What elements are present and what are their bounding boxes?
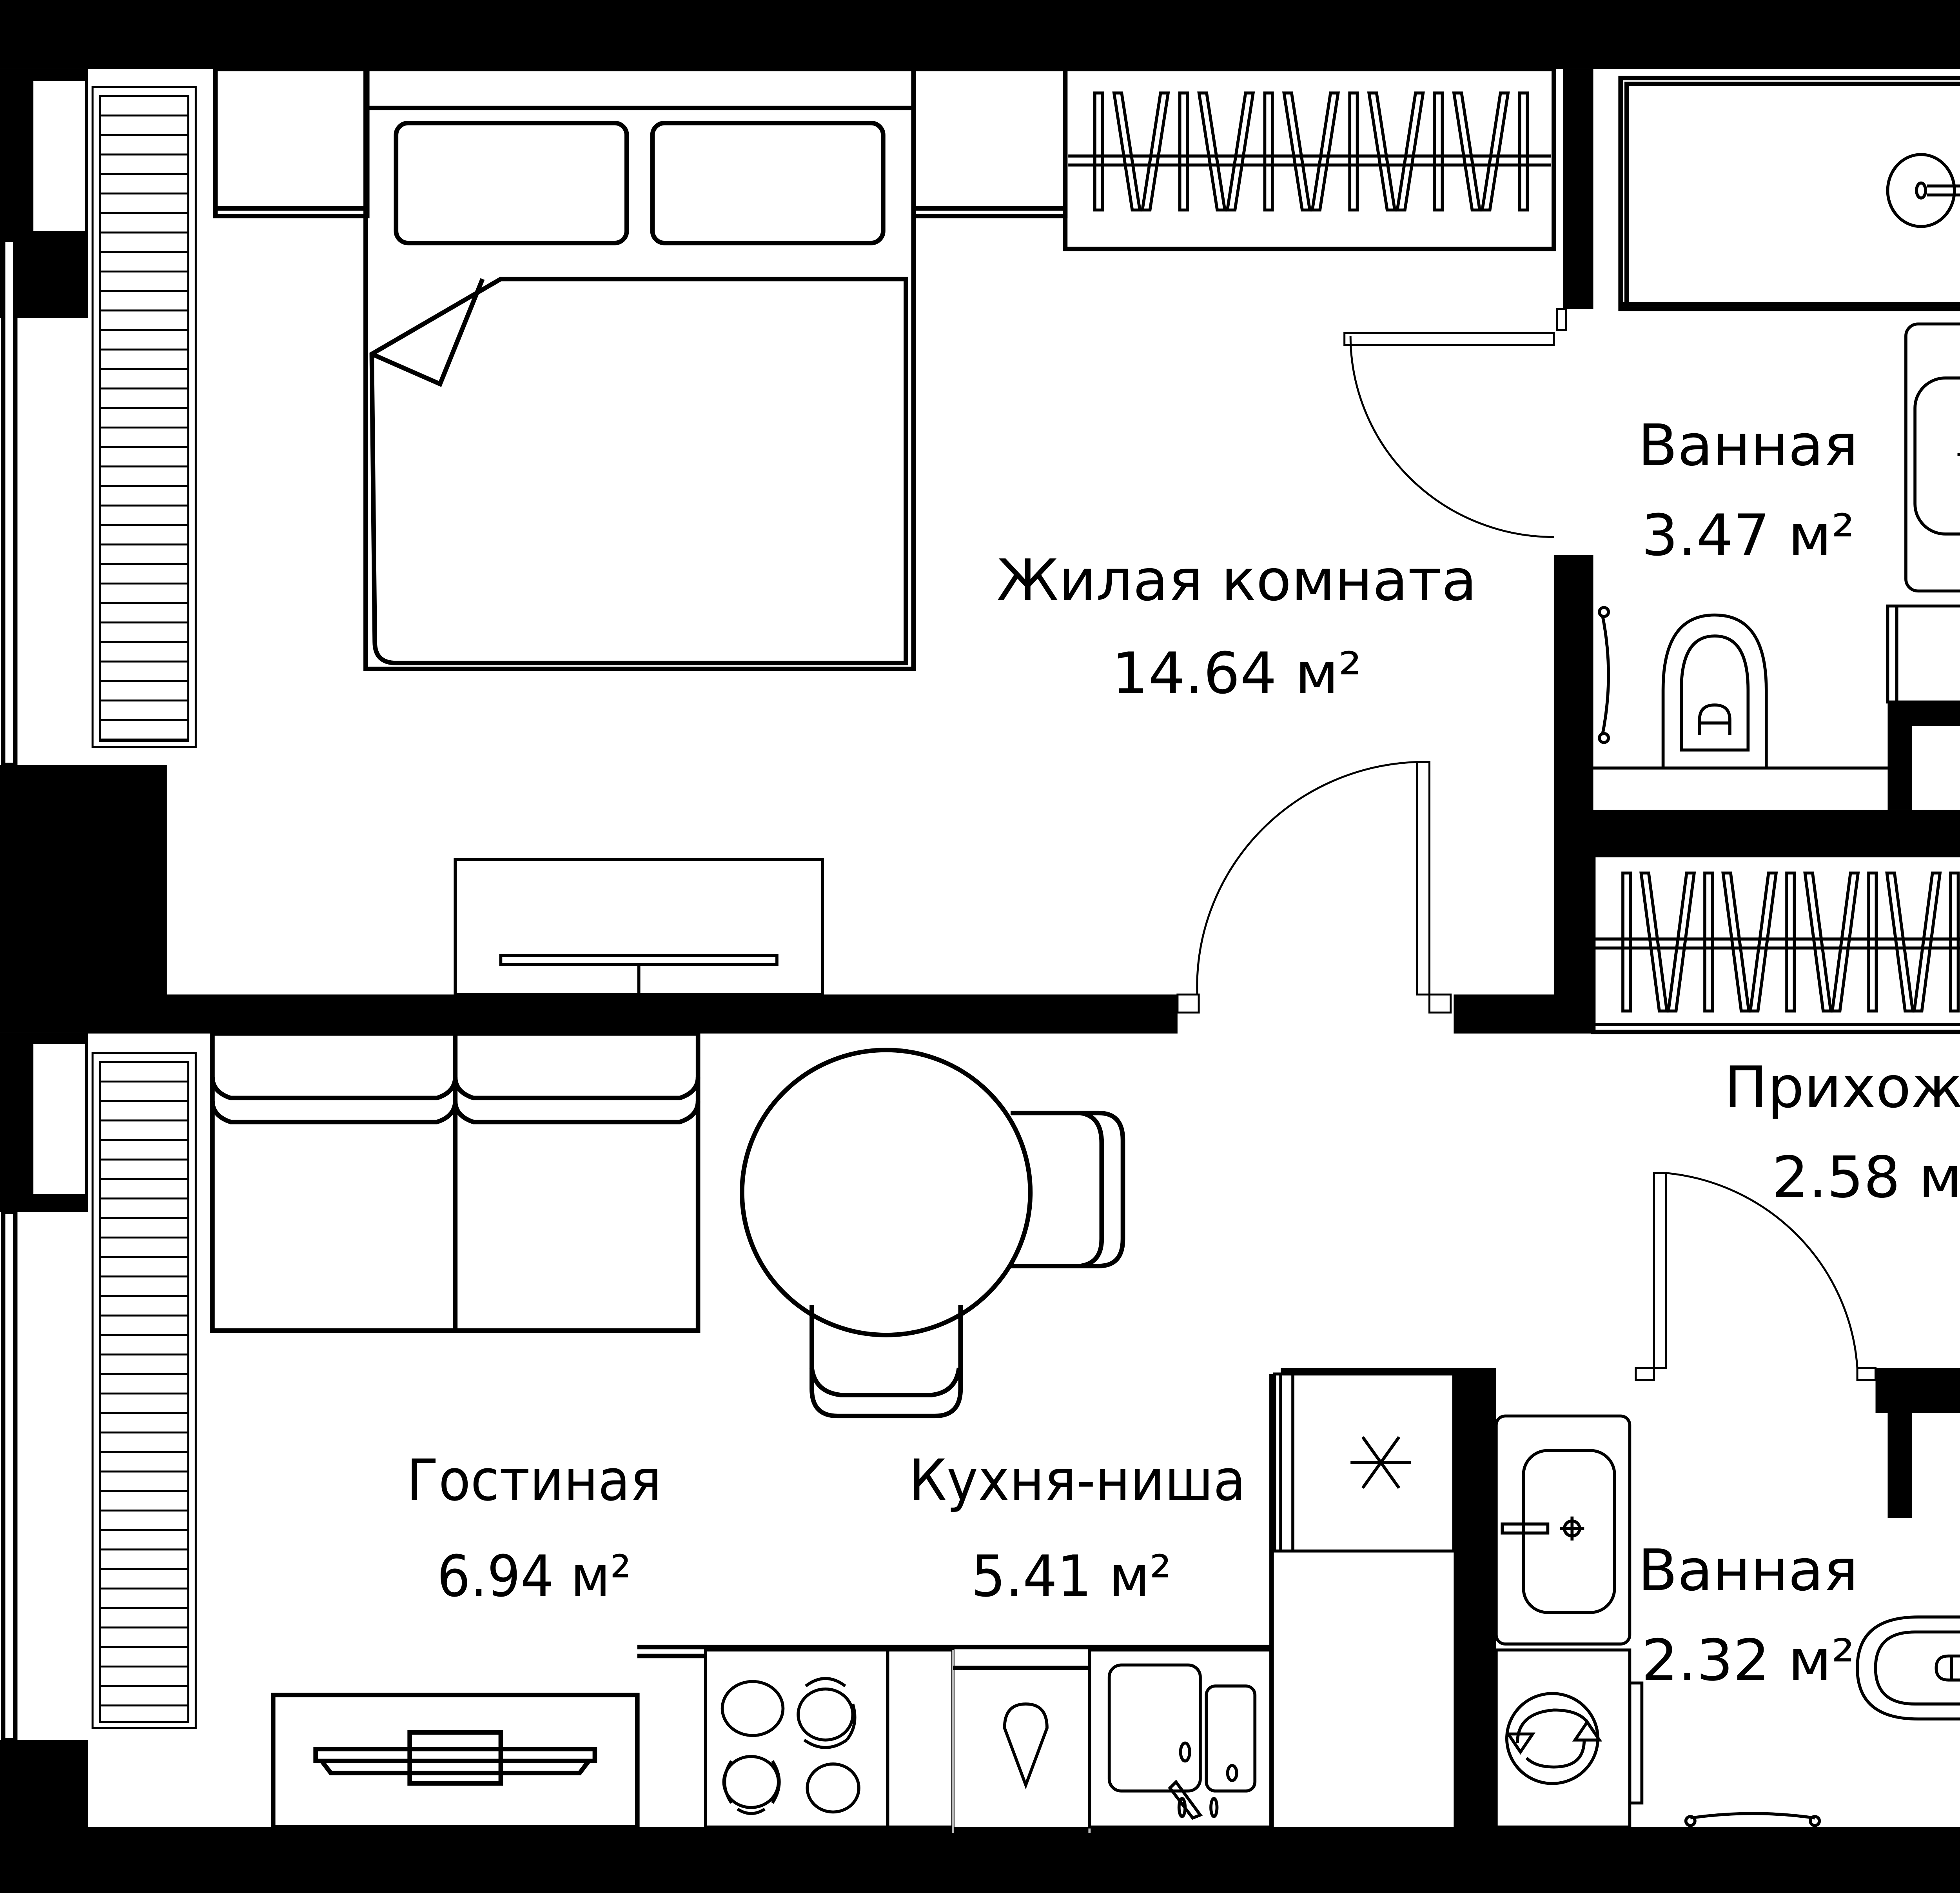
wardrobe-icon — [1591, 852, 1960, 1034]
room-label-bathroom-2: Ванная — [1638, 1537, 1858, 1604]
washing-machine-icon — [1494, 1648, 1644, 1829]
washbasin-icon — [1494, 1414, 1632, 1646]
shelf-unit-icon — [213, 67, 1068, 218]
door-swing-icon — [1635, 1172, 1877, 1381]
cabinet-icon — [1886, 604, 1960, 704]
room-label-hallway: Прихожая — [1724, 1054, 1960, 1121]
window-niche-top — [33, 81, 85, 231]
bath1-wall-bottom — [1563, 810, 1960, 855]
dining-table-icon — [740, 1048, 1033, 1337]
shaft-void — [1912, 726, 1960, 810]
room-label-living-room: Жилая комната — [996, 547, 1477, 614]
toilet-icon — [1593, 613, 1888, 770]
sofa-icon — [210, 1031, 701, 1333]
washbasin-icon — [1904, 322, 1960, 593]
radiator-icon — [91, 1052, 197, 1729]
room-area-hallway: 2.58 м² — [1772, 1145, 1960, 1211]
room-area-kitchen-niche: 5.41 м² — [971, 1543, 1171, 1610]
bath1-wall-left-top — [1563, 69, 1593, 309]
room-area-bathroom-2: 2.32 м² — [1641, 1628, 1855, 1694]
double-bed-icon — [363, 67, 916, 671]
room-area-guest-room: 6.94 м² — [437, 1543, 631, 1610]
outer-wall-top — [0, 0, 1960, 69]
kitchen-sink-icon — [1088, 1648, 1273, 1829]
left-pier-bottom — [0, 1740, 88, 1827]
fridge-icon — [1273, 1372, 1455, 1553]
desk-icon — [454, 858, 824, 996]
kitchen-counter — [637, 1374, 1282, 1827]
cabinet-icon — [886, 1648, 955, 1829]
room-label-guest-room: Гостиная — [407, 1447, 661, 1513]
tv-stand-icon — [270, 1693, 640, 1829]
chair-icon — [1011, 1110, 1125, 1268]
stove-icon — [704, 1648, 889, 1829]
left-pier-middle — [0, 765, 167, 1032]
bath1-wall-left — [1553, 555, 1593, 1032]
towel-rail-icon — [1598, 606, 1610, 744]
shaft-2-void — [1912, 1413, 1960, 1518]
room-labels: Жилая комната 14.64 м² Ванная 3.47 м² Пр… — [407, 412, 1960, 1694]
room-label-bathroom-1: Ванная — [1638, 412, 1858, 479]
door-swing-icon — [1343, 308, 1567, 538]
radiator-icon — [91, 86, 197, 748]
toilet-icon — [1856, 1615, 1960, 1721]
room-label-kitchen-niche: Кухня-ниша — [909, 1447, 1246, 1513]
bath2-wall-left — [1454, 1368, 1496, 1827]
outer-wall-bottom — [0, 1827, 1960, 1893]
wardrobe-icon — [1063, 67, 1556, 251]
windows — [0, 81, 85, 1742]
room-area-living-room: 14.64 м² — [1112, 640, 1362, 707]
window-bedroom — [0, 238, 18, 767]
room-area-bathroom-1: 3.47 м² — [1641, 502, 1855, 569]
oven-icon — [952, 1650, 1091, 1833]
window-living — [0, 1210, 18, 1742]
shower-icon — [1618, 76, 1960, 311]
chair-icon — [809, 1305, 963, 1419]
towel-rail-icon — [1684, 1812, 1821, 1827]
partition-bedroom-living — [88, 994, 1178, 1034]
window-niche-lower — [33, 1044, 85, 1194]
door-swing-icon — [1176, 761, 1452, 1014]
